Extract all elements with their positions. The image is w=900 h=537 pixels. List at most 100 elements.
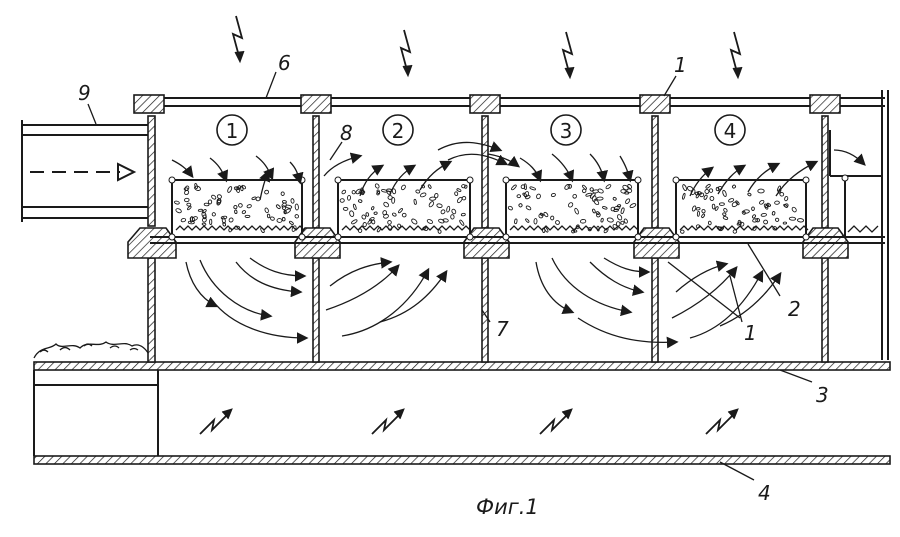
granule <box>705 183 711 189</box>
granule <box>514 218 518 225</box>
granule <box>722 216 729 220</box>
granule <box>386 190 392 196</box>
granule <box>617 214 623 221</box>
granule <box>507 205 513 211</box>
granule <box>371 206 375 211</box>
granule <box>450 214 455 220</box>
granule <box>368 216 375 222</box>
granule <box>707 220 712 226</box>
granule <box>696 210 700 217</box>
granule <box>194 183 198 189</box>
lightning-bolt-icon <box>199 408 739 435</box>
granule <box>220 215 228 220</box>
granule <box>783 203 788 208</box>
granule <box>456 188 462 192</box>
granule <box>281 202 287 208</box>
granule <box>201 211 207 219</box>
granule <box>264 207 269 214</box>
granule <box>585 192 593 197</box>
granule <box>209 218 213 226</box>
granule <box>682 192 686 200</box>
granule <box>722 189 727 197</box>
granule <box>759 199 765 205</box>
granule <box>437 229 442 234</box>
tray-5-partial <box>841 174 882 237</box>
granule <box>234 209 238 215</box>
tray-bottom-zigzag <box>509 225 639 231</box>
granule <box>294 203 299 211</box>
granule <box>341 189 347 195</box>
zone-label-4: 4 <box>714 114 746 146</box>
granule <box>352 203 357 211</box>
granule <box>760 213 767 217</box>
granule <box>241 184 247 190</box>
granule <box>175 208 182 214</box>
granule <box>711 203 716 210</box>
granule <box>613 205 621 211</box>
granule <box>529 186 536 191</box>
granule <box>714 206 719 211</box>
granule <box>387 220 392 225</box>
granule <box>763 219 769 225</box>
granule <box>342 206 349 211</box>
granule <box>620 220 625 225</box>
granule <box>216 198 222 206</box>
granule <box>281 200 287 204</box>
granule <box>731 201 738 208</box>
granule <box>626 188 633 194</box>
granule <box>451 208 457 215</box>
granule <box>782 221 788 225</box>
figure-caption: Фиг.1 <box>476 495 539 519</box>
granule <box>383 201 390 208</box>
granule <box>612 224 619 230</box>
tray-4 <box>672 176 810 241</box>
granule <box>401 212 407 218</box>
granule <box>784 196 789 202</box>
granule <box>796 218 805 223</box>
callout-3: 3 <box>816 383 829 407</box>
granule <box>751 206 755 211</box>
granule <box>589 187 594 192</box>
granule <box>620 207 625 214</box>
granule <box>516 194 522 199</box>
granule <box>722 212 727 217</box>
granule <box>436 203 443 209</box>
granule <box>246 204 252 209</box>
granule <box>752 214 756 219</box>
granule <box>456 196 463 204</box>
granule <box>572 193 577 199</box>
granule <box>595 211 600 215</box>
top-rail <box>160 90 889 360</box>
granule <box>284 208 291 214</box>
granule <box>593 199 600 206</box>
tray-2 <box>334 176 474 241</box>
zone-label-2: 2 <box>382 114 414 146</box>
granule <box>391 212 397 217</box>
granule <box>376 226 382 233</box>
granule <box>236 185 241 191</box>
granule <box>357 199 363 203</box>
granule <box>703 194 708 200</box>
granule <box>361 214 367 220</box>
granule <box>349 210 355 217</box>
granule <box>708 188 714 193</box>
granule <box>538 213 544 219</box>
granule <box>194 185 201 191</box>
zone-label-3: 3 <box>550 114 582 146</box>
granule <box>186 202 192 207</box>
granule <box>283 209 287 215</box>
granule <box>222 221 226 227</box>
chamber-walls <box>147 115 845 363</box>
granule <box>771 211 776 216</box>
granule <box>351 219 358 225</box>
granule <box>381 189 388 193</box>
granule <box>600 217 604 223</box>
granule <box>429 196 437 201</box>
granule <box>755 218 761 223</box>
granule <box>612 196 617 201</box>
granule <box>704 189 710 194</box>
granule <box>289 220 294 226</box>
material-pile <box>33 341 151 359</box>
granule <box>543 211 549 218</box>
